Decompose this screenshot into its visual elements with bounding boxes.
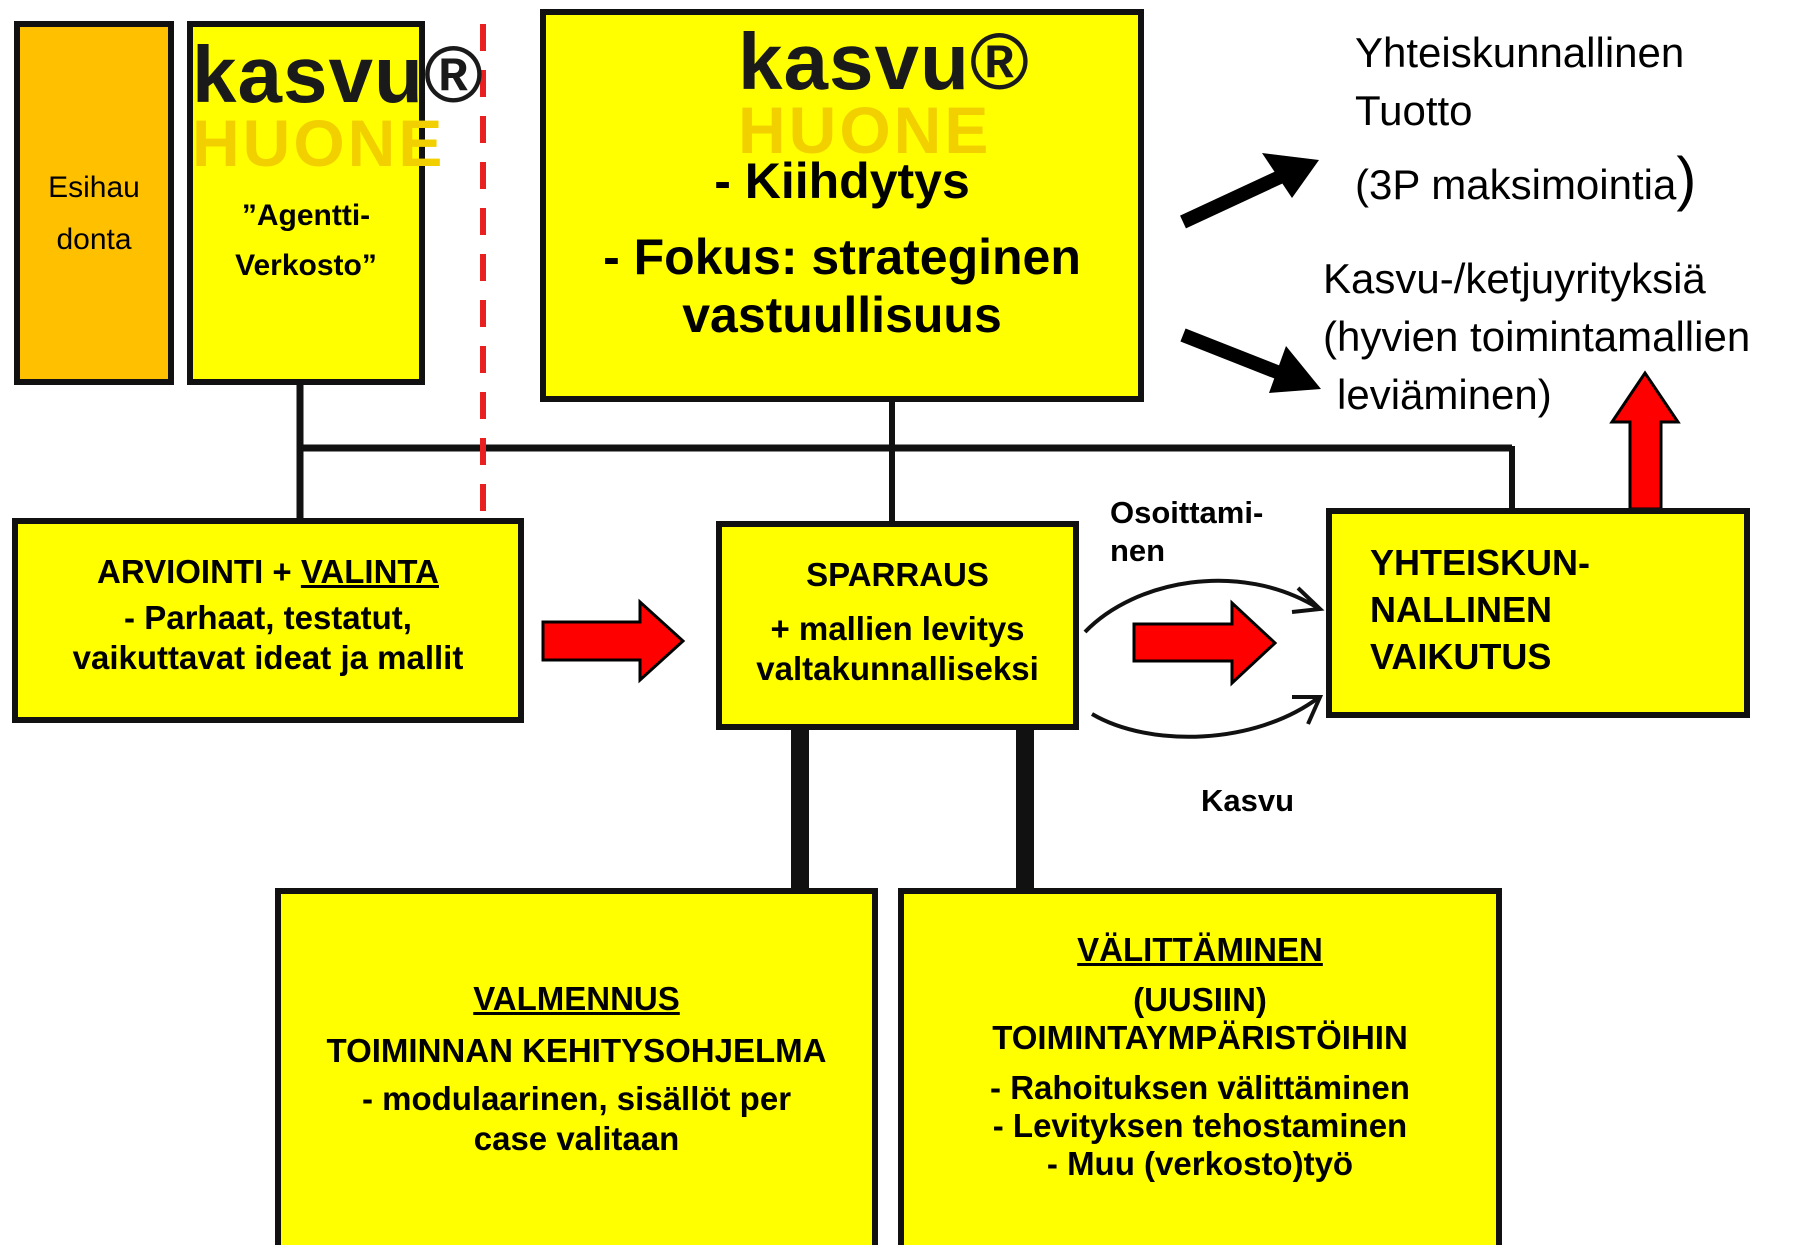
coaching-line2: - modulaarinen, sisällöt per bbox=[361, 1080, 792, 1117]
accelerator-box: - Kiihdytys - Fokus: strateginen vastuul… bbox=[540, 9, 1144, 402]
coaching-line3: case valitaan bbox=[473, 1120, 680, 1157]
agent-logo-huone: HUONE bbox=[192, 106, 446, 180]
main-box-line3: vastuullisuus bbox=[682, 287, 1002, 343]
outcome-social-paren: ) bbox=[1676, 145, 1697, 212]
agent-logo: kasvu® HUONE bbox=[192, 30, 484, 180]
outcome-arrow-growth bbox=[1180, 328, 1321, 393]
sparring-line1: + mallien levitys bbox=[770, 610, 1025, 647]
main-box-line1: - Kiihdytys bbox=[714, 153, 970, 209]
evaluation-line1: - Parhaat, testatut, bbox=[124, 599, 412, 636]
brokering-line1: (UUSIIN) bbox=[1133, 981, 1267, 1018]
brokering-line3: - Rahoituksen välittäminen bbox=[990, 1069, 1410, 1106]
brokering-line5: - Muu (verkosto)työ bbox=[1046, 1145, 1354, 1182]
outcome-social: Yhteiskunnallinen Tuotto (3P maksimointi… bbox=[1355, 24, 1795, 214]
arrow-arvio-to-sparraus bbox=[541, 598, 686, 684]
pre-box-line2: donta bbox=[56, 223, 132, 256]
outcome-social-line1: Yhteiskunnallinen bbox=[1355, 29, 1685, 76]
coaching-title: VALMENNUS bbox=[473, 980, 680, 1017]
outcome-arrow-social bbox=[1180, 153, 1319, 229]
brokering-title: VÄLITTÄMINEN bbox=[1077, 931, 1323, 968]
outcome-growth-line1: Kasvu-/ketjuyrityksiä bbox=[1323, 255, 1706, 302]
pre-box-line1: Esihau bbox=[48, 171, 140, 204]
label-osoittaminen: Osoittami- nen bbox=[1110, 494, 1263, 570]
evaluation-title-b: VALINTA bbox=[300, 553, 439, 590]
impact-line3: VAIKUTUS bbox=[1370, 636, 1552, 677]
sparring-box: SPARRAUS + mallien levitys valtakunnalli… bbox=[716, 521, 1079, 730]
main-logo-kasvu: kasvu® bbox=[738, 17, 1030, 106]
coaching-box: VALMENNUS TOIMINNAN KEHITYSOHJELMA - mod… bbox=[275, 888, 878, 1245]
main-logo-huone: HUONE bbox=[738, 93, 992, 167]
label-osoittaminen-line2: nen bbox=[1110, 533, 1166, 568]
impact-line1: YHTEISKUN- bbox=[1370, 542, 1591, 583]
label-osoittaminen-line1: Osoittami- bbox=[1110, 495, 1264, 530]
main-box-line2: - Fokus: strateginen bbox=[603, 229, 1081, 285]
outcome-growth: Kasvu-/ketjuyrityksiä (hyvien toimintama… bbox=[1323, 250, 1803, 424]
agent-logo-kasvu: kasvu® bbox=[192, 30, 484, 119]
impact-line2: NALLINEN bbox=[1370, 589, 1552, 630]
agent-network-box: ”Agentti- Verkosto” bbox=[187, 21, 425, 385]
up-arrow-red bbox=[1609, 370, 1681, 511]
sparring-line2: valtakunnalliseksi bbox=[756, 650, 1039, 687]
outcome-social-line2: Tuotto bbox=[1355, 87, 1473, 134]
label-kasvu: Kasvu bbox=[1201, 783, 1295, 818]
curve-arrow-bottom bbox=[1090, 695, 1324, 739]
impact-box: YHTEISKUN- NALLINEN VAIKUTUS bbox=[1326, 508, 1750, 718]
brokering-line2: TOIMINTAYMPÄRISTÖIHIN bbox=[992, 1019, 1408, 1056]
main-logo: kasvu® HUONE bbox=[738, 17, 1030, 167]
agent-box-line1: ”Agentti- bbox=[241, 199, 371, 232]
outcome-growth-line2: (hyvien toimintamallien bbox=[1323, 313, 1751, 360]
arrow-sparraus-to-impact bbox=[1132, 599, 1278, 687]
evaluation-title-a: ARVIOINTI + bbox=[97, 553, 301, 590]
evaluation-box: ARVIOINTI + VALINTA - Parhaat, testatut,… bbox=[12, 518, 524, 723]
brokering-box: VÄLITTÄMINEN (UUSIIN) TOIMINTAYMPÄRISTÖI… bbox=[898, 888, 1502, 1245]
evaluation-line2: vaikuttavat ideat ja mallit bbox=[72, 639, 464, 676]
curve-arrow-top bbox=[1083, 578, 1325, 634]
pre-incubation-box: Esihau donta bbox=[14, 21, 174, 385]
coaching-line1: TOIMINNAN KEHITYSOHJELMA bbox=[326, 1032, 827, 1069]
agent-box-line2: Verkosto” bbox=[235, 249, 377, 282]
outcome-growth-line3: leviäminen) bbox=[1337, 371, 1552, 418]
brokering-line4: - Levityksen tehostaminen bbox=[992, 1107, 1408, 1144]
outcome-social-line3: (3P maksimointia bbox=[1355, 161, 1677, 208]
sparring-title: SPARRAUS bbox=[806, 556, 989, 593]
